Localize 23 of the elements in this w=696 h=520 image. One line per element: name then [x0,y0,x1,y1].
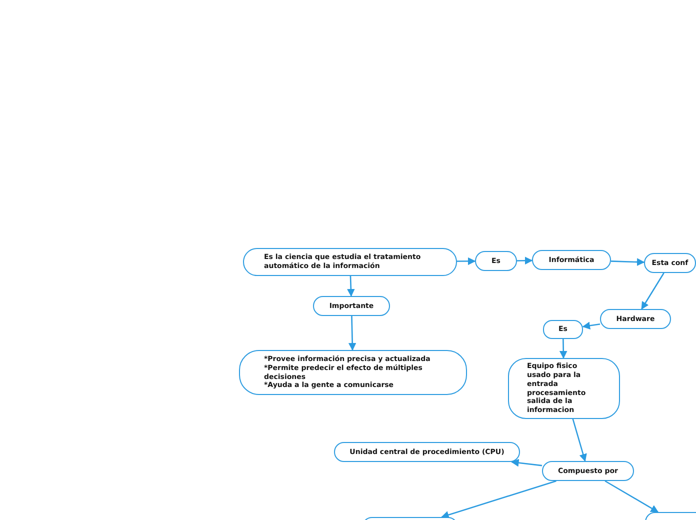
arrow [572,418,587,462]
rounded-box [313,296,390,316]
rounded-box [644,253,696,273]
rounded-box [532,250,611,270]
rounded-box [243,248,457,276]
rounded-box [542,461,634,481]
arrow [641,272,664,310]
arrow [510,458,542,467]
rounded-box [543,320,583,339]
arrow [348,316,356,351]
arrow [517,256,533,265]
arrow [457,257,476,266]
arrow [610,258,645,266]
rounded-box [475,251,517,271]
rounded-box [508,358,620,419]
arrow [582,322,600,330]
rounded-box [239,350,467,395]
rounded-box [600,309,671,329]
arrow [441,480,556,519]
arrow [559,338,568,359]
arrow [347,276,355,297]
arrow [604,480,659,513]
rounded-box [334,442,520,462]
